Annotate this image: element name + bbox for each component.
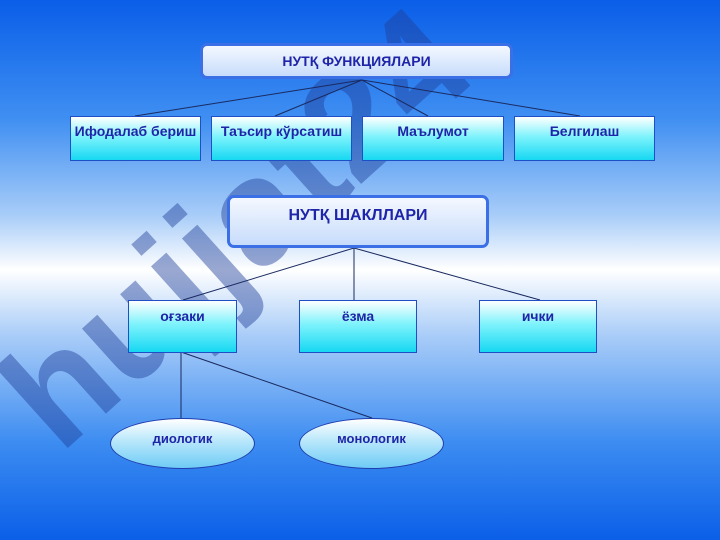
speech-functions-title-box: НУТҚ ФУНКЦИЯЛАРИ	[200, 43, 513, 79]
function-box-information: Маълумот	[362, 116, 504, 161]
connector-line	[361, 79, 429, 117]
connector-line	[134, 79, 363, 117]
speech-forms-title-box: НУТҚ ШАКЛЛАРИ	[227, 195, 489, 248]
speech-forms-title: НУТҚ ШАКЛЛАРИ	[288, 207, 428, 224]
connector-line	[180, 351, 373, 419]
function-box-designation: Белгилаш	[514, 116, 655, 161]
connector-line	[353, 247, 541, 301]
connector-line	[361, 79, 581, 117]
connector-line	[274, 79, 363, 117]
speech-functions-title: НУТҚ ФУНКЦИЯЛАРИ	[282, 53, 431, 69]
form-box-oral: оғзаки	[128, 300, 237, 353]
form-box-inner: ички	[479, 300, 597, 353]
connector-line	[182, 247, 355, 301]
form-box-written: ёзма	[299, 300, 417, 353]
function-box-expression: Ифодалаб бериш	[70, 116, 201, 161]
function-box-influence: Таъсир кўрсатиш	[211, 116, 352, 161]
oral-subtype-monologic: монологик	[299, 418, 444, 469]
oral-subtype-dialogic: диологик	[110, 418, 255, 469]
